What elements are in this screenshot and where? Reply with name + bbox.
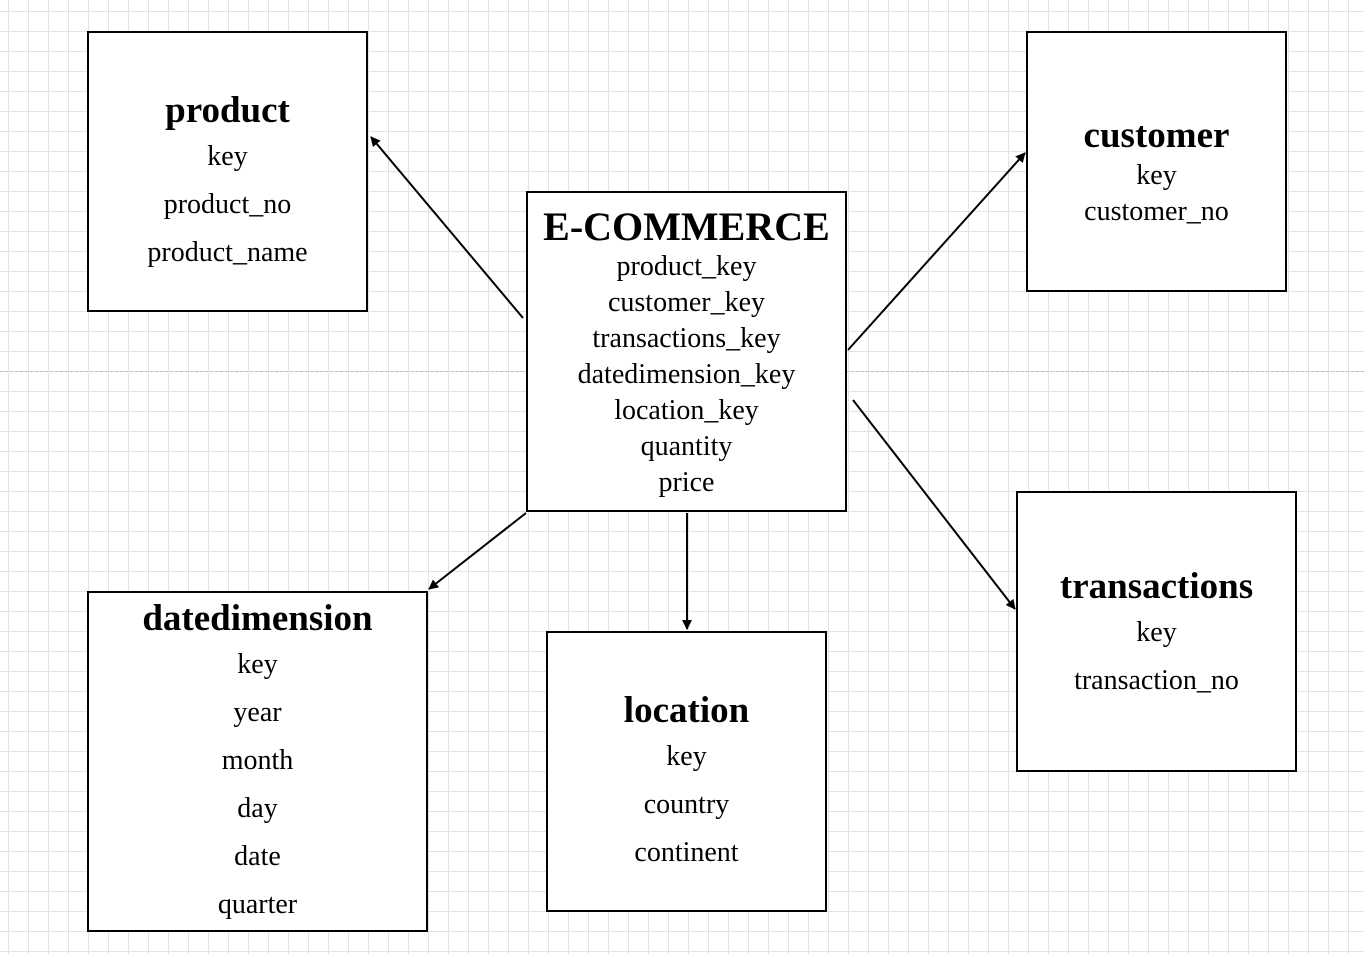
ecommerce-field-quantity: quantity xyxy=(640,431,733,462)
datedimension-title: datedimension xyxy=(142,598,373,639)
datedimension-field-date: date xyxy=(234,841,281,872)
datedimension-entity[interactable]: datedimension key year month day date qu… xyxy=(87,591,428,932)
datedimension-field-key: key xyxy=(237,649,278,680)
arrow-to-datedimension[interactable] xyxy=(428,512,527,590)
ecommerce-title: E-COMMERCE xyxy=(543,204,830,249)
ecommerce-field-transactions-key: transactions_key xyxy=(592,323,781,354)
product-field-key: key xyxy=(207,141,248,172)
product-field-product-no: product_no xyxy=(163,189,292,220)
transactions-title: transactions xyxy=(1059,566,1254,607)
ecommerce-field-product-key: product_key xyxy=(616,251,757,282)
location-field-key: key xyxy=(666,741,707,772)
datedimension-field-quarter: quarter xyxy=(217,889,298,920)
datedimension-field-year: year xyxy=(233,697,282,728)
customer-field-customer-no: customer_no xyxy=(1084,196,1229,227)
customer-title: customer xyxy=(1083,115,1230,156)
ecommerce-field-datedimension-key: datedimension_key xyxy=(577,359,796,390)
ecommerce-field-price: price xyxy=(658,467,715,498)
customer-entity[interactable]: customer key customer_no xyxy=(1026,31,1287,292)
location-field-country: country xyxy=(643,789,730,820)
arrow-to-customer[interactable] xyxy=(847,152,1026,351)
ecommerce-field-customer-key: customer_key xyxy=(607,287,766,318)
ecommerce-field-location-key: location_key xyxy=(614,395,759,426)
location-title: location xyxy=(623,690,750,731)
product-title: product xyxy=(165,90,290,131)
transactions-entity[interactable]: transactions key transaction_no xyxy=(1016,491,1297,772)
customer-field-key: key xyxy=(1136,160,1177,191)
transactions-field-key: key xyxy=(1136,617,1177,648)
product-entity[interactable]: product key product_no product_name xyxy=(87,31,368,312)
arrow-to-transactions[interactable] xyxy=(852,399,1016,610)
product-field-product-name: product_name xyxy=(147,237,308,268)
transactions-field-transaction-no: transaction_no xyxy=(1074,665,1239,696)
datedimension-field-day: day xyxy=(237,793,278,824)
datedimension-field-month: month xyxy=(221,745,294,776)
ecommerce-fact-entity[interactable]: E-COMMERCE product_key customer_key tran… xyxy=(526,191,847,512)
arrow-to-product[interactable] xyxy=(370,136,524,319)
location-entity[interactable]: location key country continent xyxy=(546,631,827,912)
location-field-continent: continent xyxy=(634,837,739,868)
